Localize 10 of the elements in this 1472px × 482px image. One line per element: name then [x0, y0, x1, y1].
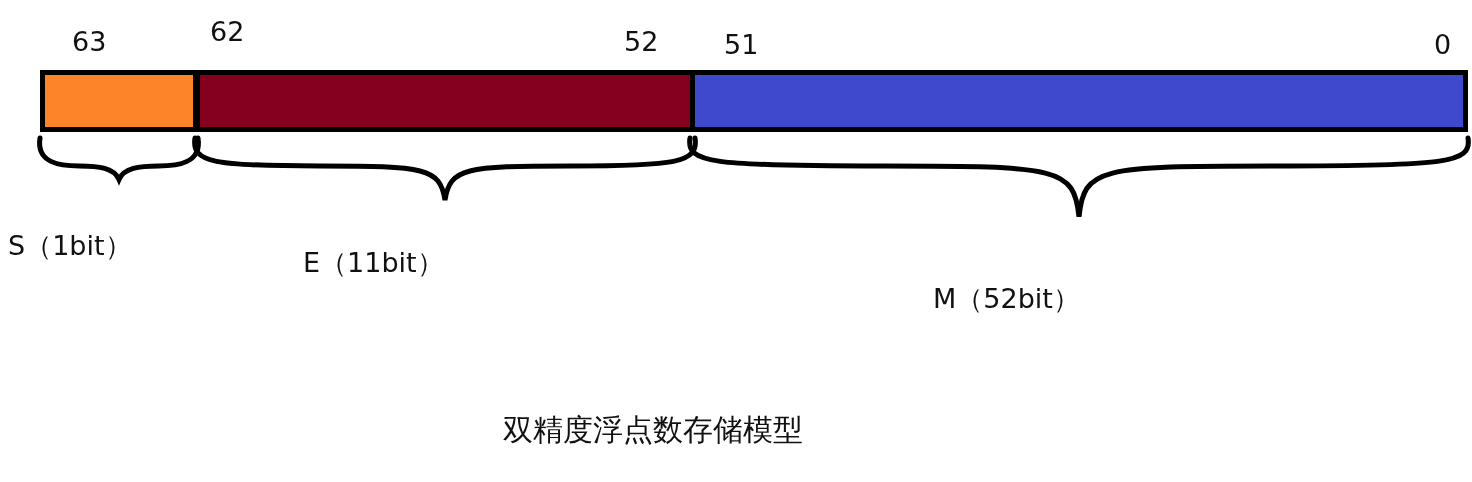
bit-field-bar	[40, 70, 198, 132]
bit-index: 51	[724, 29, 759, 62]
bit-index: 52	[624, 26, 659, 59]
bit-index: 63	[72, 26, 107, 59]
field-label: E（11bit）	[303, 247, 444, 280]
bit-index: 0	[1434, 29, 1452, 62]
field-label: M（52bit）	[933, 283, 1080, 316]
field-label: S（1bit）	[8, 230, 132, 263]
bit-index: 62	[210, 16, 245, 49]
caption: 双精度浮点数存储模型	[503, 412, 803, 448]
